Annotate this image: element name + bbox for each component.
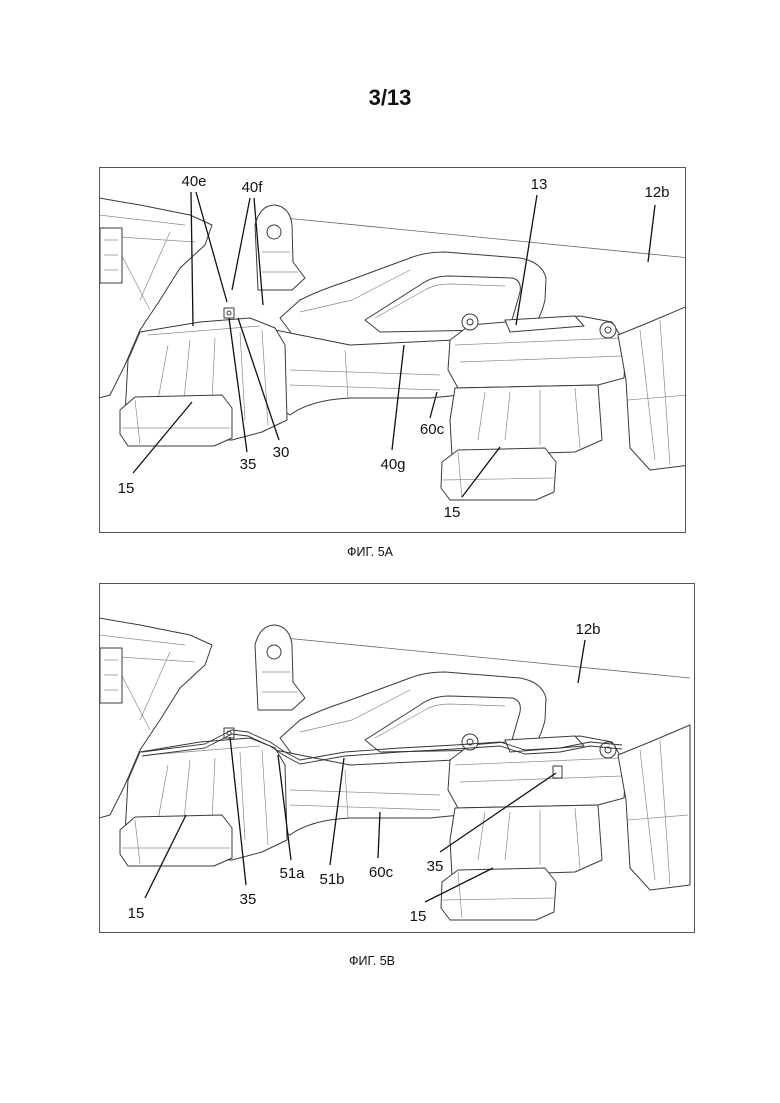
ref-40e: 40e xyxy=(181,173,206,190)
ref-60c: 60c xyxy=(369,864,394,881)
ref-15-right: 15 xyxy=(444,504,461,521)
figure-5a-drawing xyxy=(99,198,690,500)
leader-line xyxy=(378,812,380,858)
figure-5a: 40e 40f 13 12b 35 30 15 40g 60c 15 ФИГ. … xyxy=(99,168,690,560)
ref-12b: 12b xyxy=(575,621,600,638)
ref-35-left: 35 xyxy=(240,891,257,908)
ref-30: 30 xyxy=(273,444,290,461)
leader-line xyxy=(578,640,585,683)
locking-pin-35-right xyxy=(553,766,562,778)
ref-15-right: 15 xyxy=(410,908,427,925)
ref-40f: 40f xyxy=(242,179,264,196)
ref-12b: 12b xyxy=(644,184,669,201)
ref-15-left: 15 xyxy=(128,905,145,922)
page-number: 3/13 xyxy=(369,85,412,110)
figure-5b-drawing xyxy=(99,618,690,920)
leader-line xyxy=(648,205,655,262)
figure-5b: 12b 35 51a 51b 60c 35 15 15 ФИГ. 5B xyxy=(99,584,695,969)
ref-60c: 60c xyxy=(420,421,445,438)
leader-line xyxy=(232,198,250,290)
leader-line xyxy=(191,192,193,326)
figure-5b-caption: ФИГ. 5B xyxy=(349,954,395,968)
ref-15-left: 15 xyxy=(118,480,135,497)
ref-51b: 51b xyxy=(319,871,344,888)
ref-13: 13 xyxy=(531,176,548,193)
figure-5a-caption: ФИГ. 5A xyxy=(347,545,394,559)
ref-35: 35 xyxy=(240,456,257,473)
ref-40g: 40g xyxy=(380,456,405,473)
ref-35-right: 35 xyxy=(427,858,444,875)
ref-51a: 51a xyxy=(279,865,305,882)
